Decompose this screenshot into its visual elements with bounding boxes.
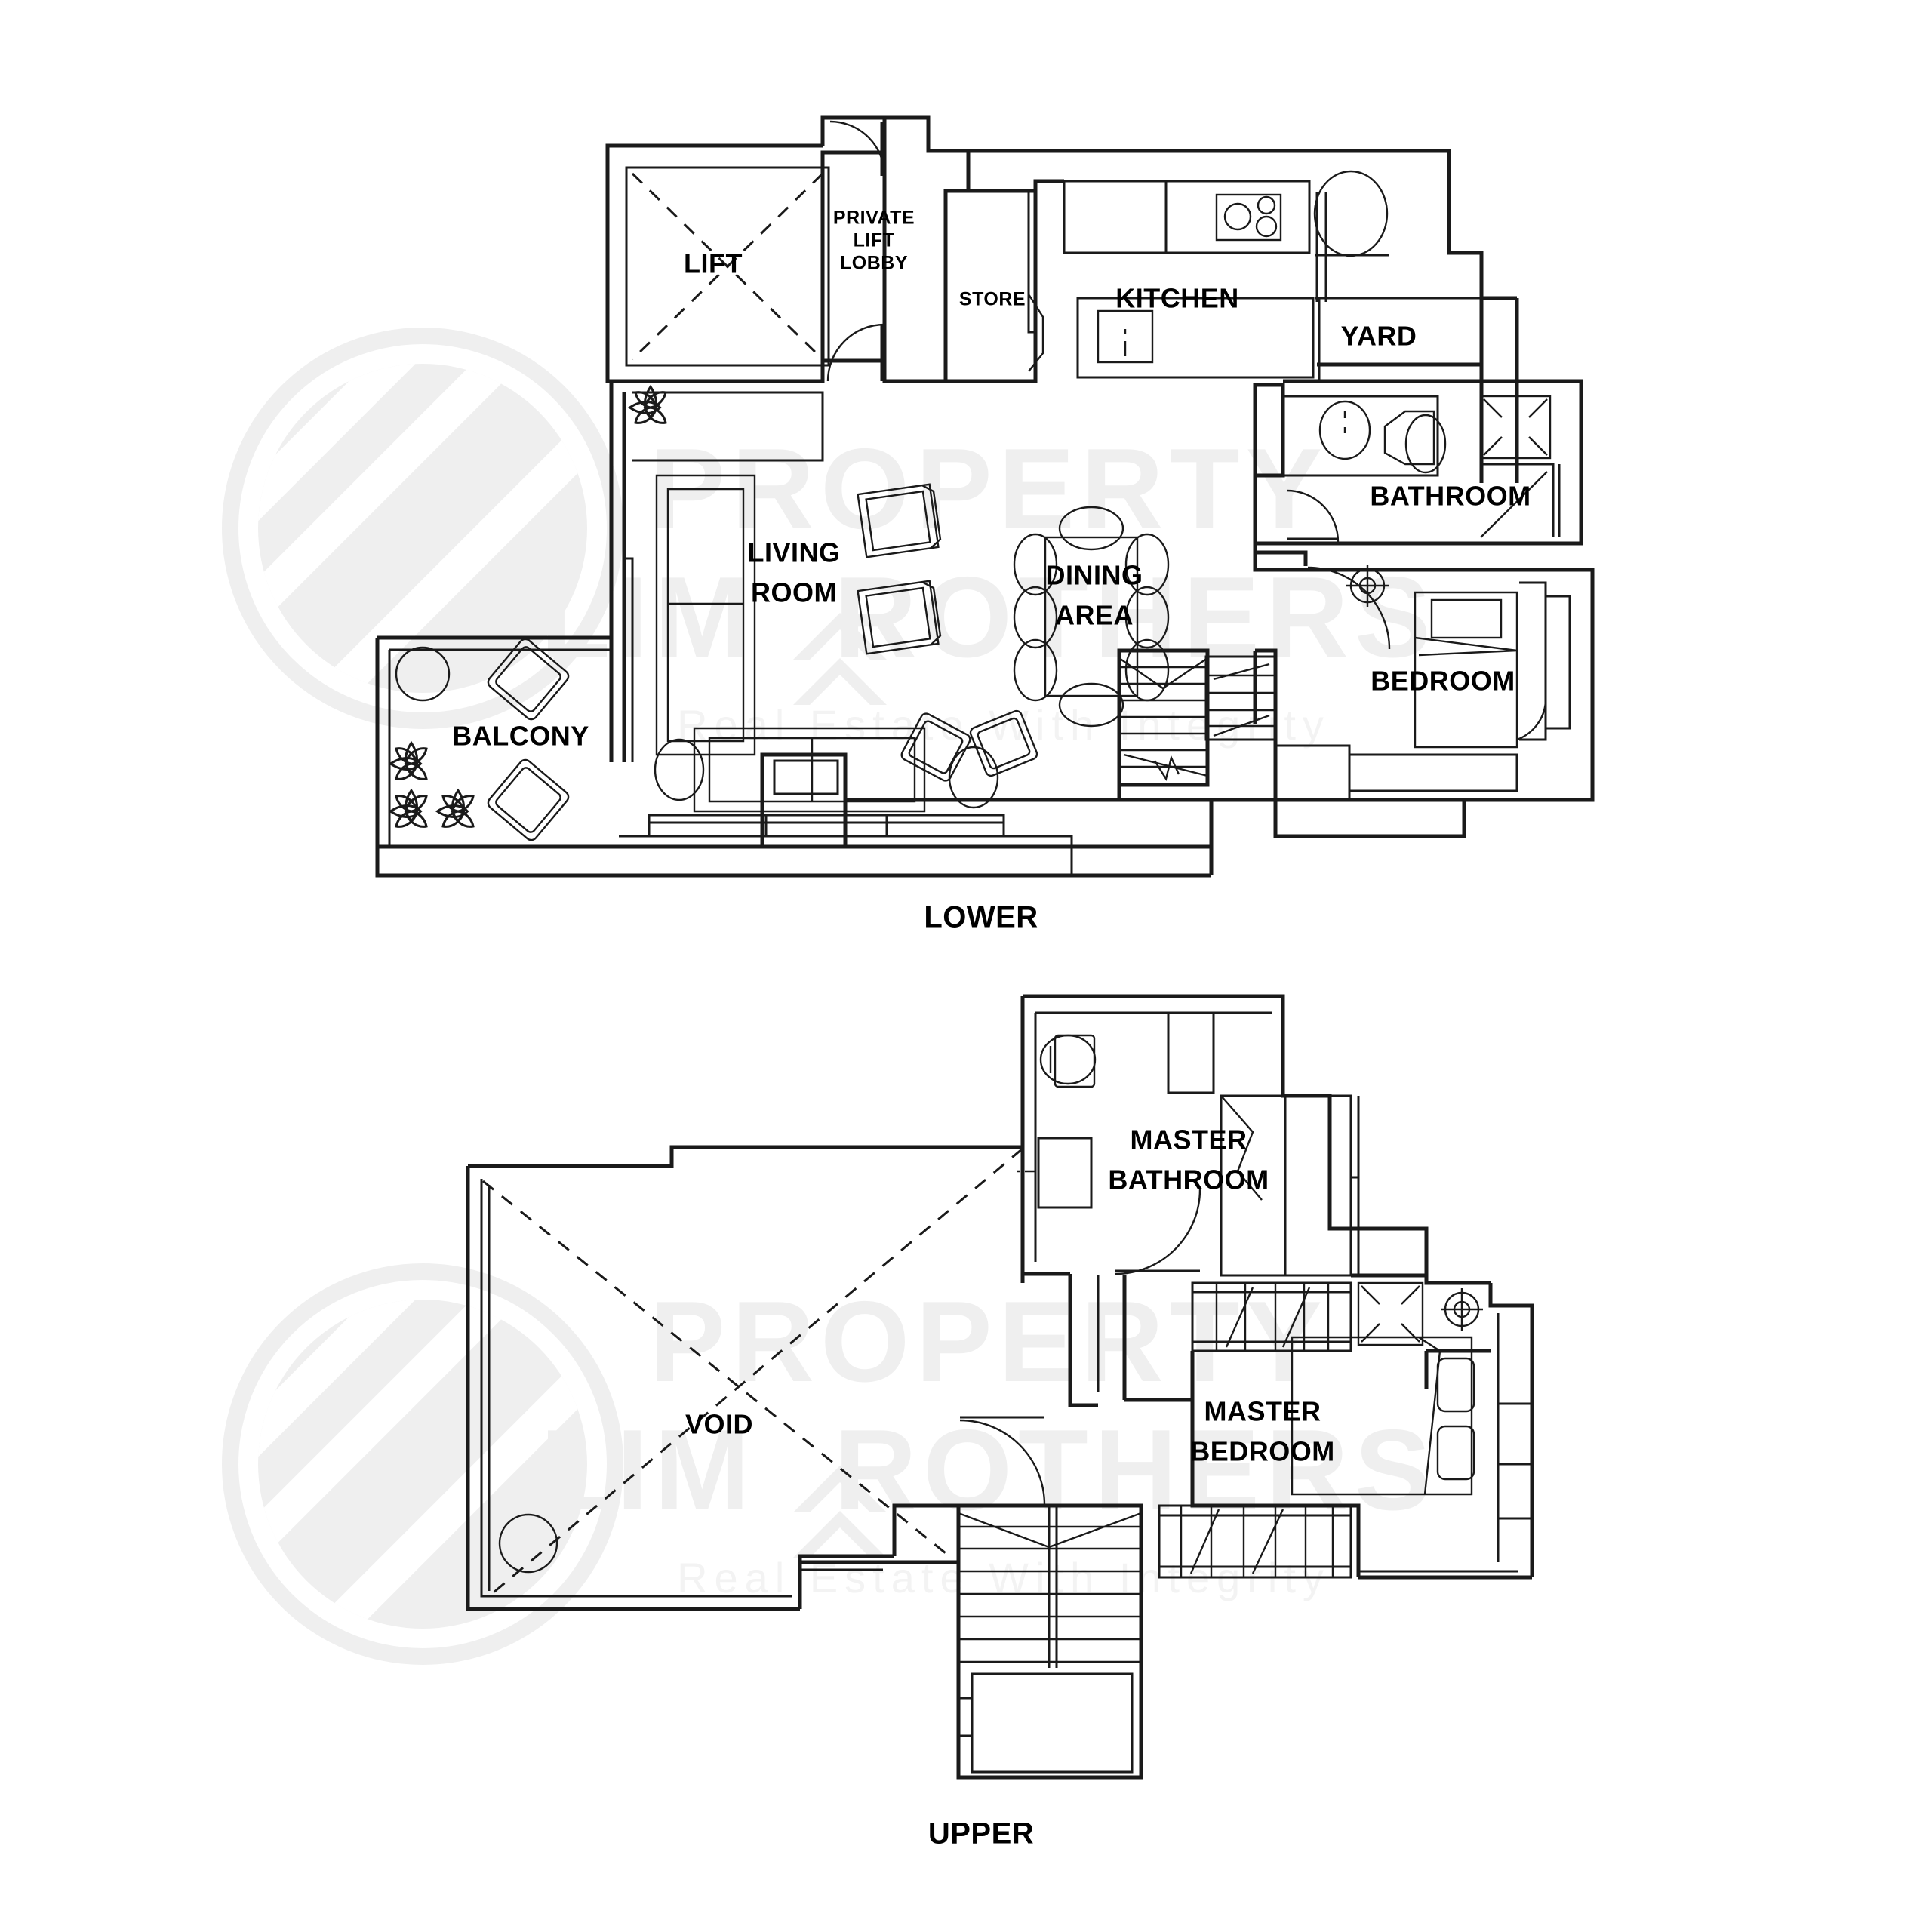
room-label-master-bathroom-l2: BATHROOM xyxy=(1108,1164,1269,1195)
room-label-dining-area-l1: DINING xyxy=(1046,560,1143,591)
floor-label-upper: UPPER xyxy=(928,1817,1034,1850)
plant-icon xyxy=(388,788,428,828)
chevron-icon xyxy=(793,613,887,705)
room-label-master-bedroom-l2: BEDROOM xyxy=(1190,1436,1335,1467)
lower-room-labels: LIFT PRIVATE LIFT LOBBY STORE KITCHEN YA… xyxy=(452,208,1531,752)
watermark-lower: PROPERTY LIM ROTHERS Real Estate With In… xyxy=(222,328,1437,749)
room-label-dining-area-l2: AREA xyxy=(1055,600,1134,631)
lim-brothers-circle-logo-upper xyxy=(222,1263,623,1665)
room-label-lift: LIFT xyxy=(684,248,743,279)
room-label-private-lift-lobby-l3: LOBBY xyxy=(840,253,908,274)
room-label-bathroom: BATHROOM xyxy=(1370,481,1531,512)
room-label-master-bathroom-l1: MASTER xyxy=(1131,1124,1247,1155)
chevron-icon-upper xyxy=(793,1466,887,1558)
room-label-private-lift-lobby-l2: LIFT xyxy=(854,230,895,251)
room-label-living-room-l2: ROOM xyxy=(751,577,837,608)
room-label-master-bedroom-l1: MASTER xyxy=(1204,1396,1321,1427)
room-label-void: VOID xyxy=(685,1409,753,1440)
room-label-yard: YARD xyxy=(1341,321,1417,352)
room-label-bedroom: BEDROOM xyxy=(1371,666,1515,697)
upper-room-labels: MASTER BATHROOM VOID MASTER BEDROOM xyxy=(685,1124,1335,1467)
watermark-upper: PROPERTY LIM ROTHERS Real Estate With In… xyxy=(222,1263,1431,1665)
room-label-living-room-l1: LIVING xyxy=(747,537,840,568)
floor-label-lower: LOWER xyxy=(924,901,1038,934)
room-label-store: STORE xyxy=(959,289,1026,310)
room-label-kitchen: KITCHEN xyxy=(1115,283,1239,314)
plant-icon xyxy=(435,788,475,828)
watermark-line2: LIM ROTHERS xyxy=(540,553,1437,681)
watermark-line1: PROPERTY xyxy=(649,425,1328,553)
upper-structure xyxy=(466,994,1534,1780)
lower-structure xyxy=(375,115,1595,878)
room-label-private-lift-lobby-l1: PRIVATE xyxy=(833,208,915,229)
plant-icon xyxy=(388,740,428,780)
room-label-balcony: BALCONY xyxy=(452,721,589,752)
plant-icon xyxy=(627,384,667,424)
